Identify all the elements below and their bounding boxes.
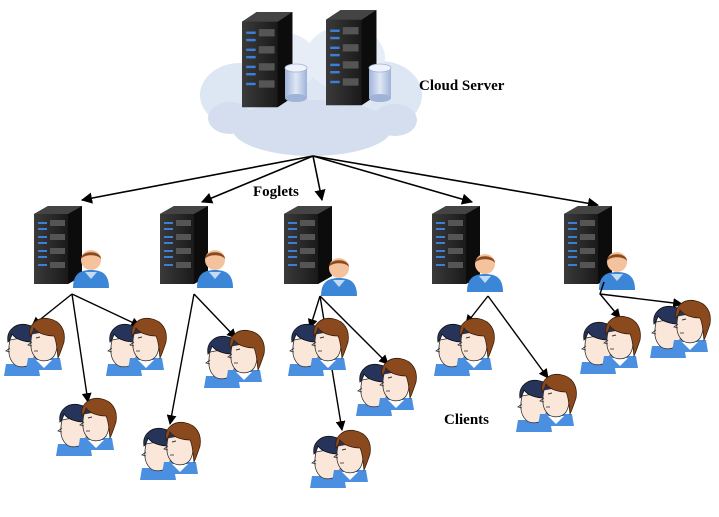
client-group-11 bbox=[580, 316, 640, 374]
database-icon bbox=[368, 63, 392, 102]
server-icon bbox=[432, 206, 480, 284]
foglet-5 bbox=[564, 206, 635, 290]
arrow bbox=[307, 295, 321, 329]
database-icon bbox=[284, 63, 308, 102]
client-pair-icon bbox=[516, 374, 576, 432]
client-pair-icon bbox=[434, 318, 494, 376]
server-icon bbox=[242, 12, 293, 108]
client-group-5 bbox=[140, 422, 200, 480]
client-pair-icon bbox=[288, 318, 348, 376]
cloud-server-1 bbox=[242, 12, 293, 108]
clients-label: Clients bbox=[444, 412, 489, 428]
foglet-1 bbox=[34, 206, 109, 288]
client-pair-icon bbox=[56, 398, 116, 456]
arrow bbox=[71, 293, 92, 403]
server-icon bbox=[326, 10, 377, 106]
client-pair-icon bbox=[650, 300, 710, 358]
arrow bbox=[312, 155, 326, 202]
foglet-3 bbox=[284, 206, 357, 296]
client-group-2 bbox=[106, 318, 166, 376]
foglets-label: Foglets bbox=[253, 184, 299, 200]
client-pair-icon bbox=[310, 430, 370, 488]
arrow bbox=[312, 155, 474, 205]
arrow bbox=[599, 293, 683, 308]
arrow bbox=[71, 293, 141, 327]
server-icon bbox=[34, 206, 82, 284]
arrow bbox=[200, 155, 314, 204]
arrow bbox=[166, 293, 195, 425]
client-group-1 bbox=[4, 318, 64, 376]
client-group-4 bbox=[204, 330, 264, 388]
server-icon bbox=[160, 206, 208, 284]
client-group-9 bbox=[434, 318, 494, 376]
arrow bbox=[487, 295, 549, 379]
client-group-3 bbox=[56, 398, 116, 456]
client-pair-icon bbox=[140, 422, 200, 480]
foglet-4 bbox=[432, 206, 503, 292]
arrow bbox=[319, 295, 389, 365]
client-pair-icon bbox=[356, 358, 416, 416]
client-group-8 bbox=[310, 430, 370, 488]
cloud-server-label: Cloud Server bbox=[419, 78, 505, 94]
arrow bbox=[312, 155, 600, 209]
cloud-to-foglet-arrows bbox=[80, 155, 600, 209]
client-pair-icon bbox=[204, 330, 264, 388]
arrow bbox=[80, 155, 314, 204]
client-group-7 bbox=[356, 358, 416, 416]
client-pair-icon bbox=[4, 318, 64, 376]
client-group-10 bbox=[516, 374, 576, 432]
foglet-2 bbox=[160, 206, 233, 288]
client-pair-icon bbox=[106, 318, 166, 376]
client-pair-icon bbox=[580, 316, 640, 374]
client-group-6 bbox=[288, 318, 348, 376]
server-icon bbox=[284, 206, 332, 284]
client-group-12 bbox=[650, 300, 710, 358]
server-icon bbox=[564, 206, 612, 284]
cloud-server-2 bbox=[326, 10, 377, 106]
arrow bbox=[193, 293, 237, 339]
